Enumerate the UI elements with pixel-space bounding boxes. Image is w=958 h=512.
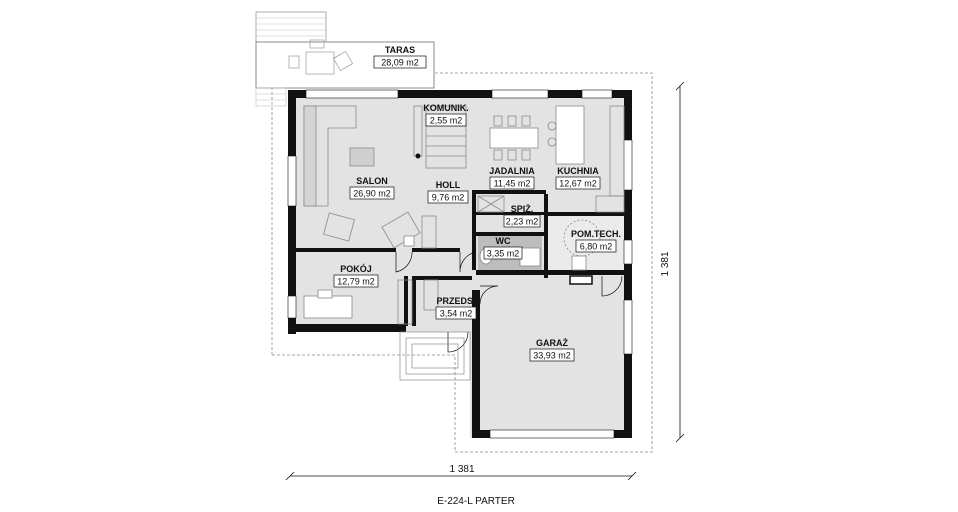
room-name: JADALNIA — [489, 166, 535, 176]
room-name: KUCHNIA — [557, 166, 599, 176]
room-name: HOLL — [436, 180, 461, 190]
room-label-jadalnia: JADALNIA 11,45 m2 — [489, 166, 535, 190]
room-label-taras: TARAS 28,09 m2 — [373, 45, 427, 69]
room-label-wc: WC 3,35 m2 — [483, 236, 523, 260]
dimension-width: 1 381 — [285, 464, 637, 481]
room-label-holl: HOLL 9,76 m2 — [427, 180, 469, 204]
room-label-przeds: PRZEDS. 3,54 m2 — [435, 296, 477, 320]
room-area: 33,93 m2 — [533, 351, 571, 361]
room-name: TARAS — [385, 45, 415, 55]
room-name: PRZEDS. — [436, 296, 475, 306]
windows — [287, 89, 633, 439]
dimension-depth: 1 381 — [660, 81, 685, 443]
entrance-steps — [399, 331, 471, 381]
interior-walls — [296, 190, 632, 326]
room-area: 2,23 m2 — [506, 217, 539, 227]
room-name: POM.TECH. — [571, 229, 621, 239]
room-area: 12,67 m2 — [559, 179, 597, 189]
room-area: 28,09 m2 — [381, 58, 419, 68]
room-area: 12,79 m2 — [337, 277, 375, 287]
room-label-spiz: SPIŻ. 2,23 m2 — [503, 204, 541, 228]
room-name: SALON — [356, 176, 388, 186]
room-name: POKÓJ — [340, 263, 372, 274]
room-area: 6,80 m2 — [580, 242, 613, 252]
room-area: 11,45 m2 — [494, 179, 531, 189]
room-label-komunik: KOMUNIK. 2,55 m2 — [423, 103, 469, 127]
room-name: GARAŻ — [536, 338, 568, 348]
doors — [395, 251, 623, 353]
plan-caption: E-224-L PARTER — [437, 496, 515, 507]
room-area: 2,55 m2 — [430, 116, 463, 126]
dimension-depth-label: 1 381 — [660, 251, 671, 276]
room-area: 3,35 m2 — [487, 249, 520, 259]
room-name: SPIŻ. — [511, 204, 534, 214]
room-name: WC — [496, 236, 511, 246]
room-area: 26,90 m2 — [353, 189, 391, 199]
furniture — [303, 105, 625, 325]
room-label-pokoj: POKÓJ 12,79 m2 — [333, 263, 379, 288]
room-label-kuchnia: KUCHNIA 12,67 m2 — [555, 166, 601, 190]
room-name: KOMUNIK. — [423, 103, 469, 113]
room-label-salon: SALON 26,90 m2 — [349, 176, 395, 200]
room-label-pomtech: POM.TECH. 6,80 m2 — [571, 229, 621, 253]
room-label-garaz: GARAŻ 33,93 m2 — [529, 338, 575, 362]
room-area: 3,54 m2 — [440, 309, 473, 319]
dimension-width-label: 1 381 — [449, 464, 474, 475]
room-area: 9,76 m2 — [432, 193, 465, 203]
